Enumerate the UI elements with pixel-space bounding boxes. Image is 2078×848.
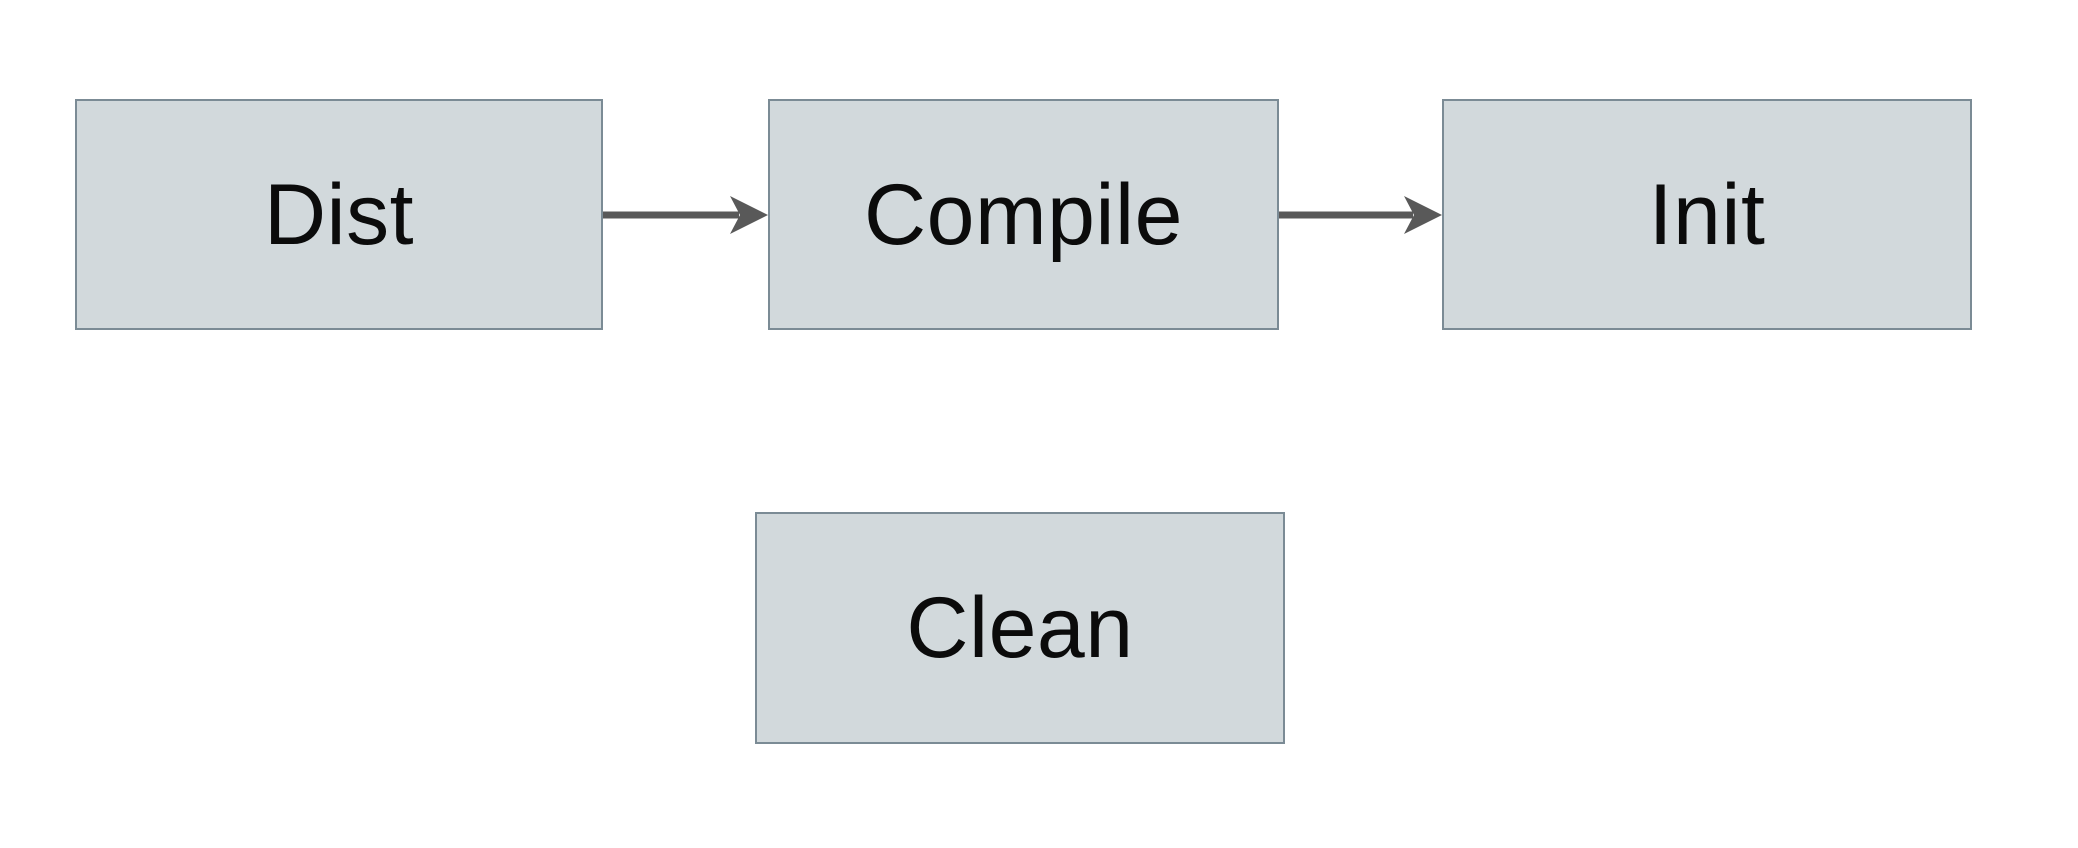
arrowhead-icon xyxy=(730,196,768,234)
node-dist-label: Dist xyxy=(263,166,415,263)
arrow-dist-to-compile[interactable] xyxy=(603,185,768,245)
node-clean[interactable]: Clean xyxy=(755,512,1285,744)
arrowhead-icon xyxy=(1404,196,1442,234)
node-init[interactable]: Init xyxy=(1442,99,1972,330)
node-compile-label: Compile xyxy=(864,166,1183,263)
arrow-compile-to-init[interactable] xyxy=(1279,185,1442,245)
node-init-label: Init xyxy=(1648,166,1766,263)
node-dist[interactable]: Dist xyxy=(75,99,603,330)
node-clean-label: Clean xyxy=(906,580,1134,676)
node-compile[interactable]: Compile xyxy=(768,99,1279,330)
